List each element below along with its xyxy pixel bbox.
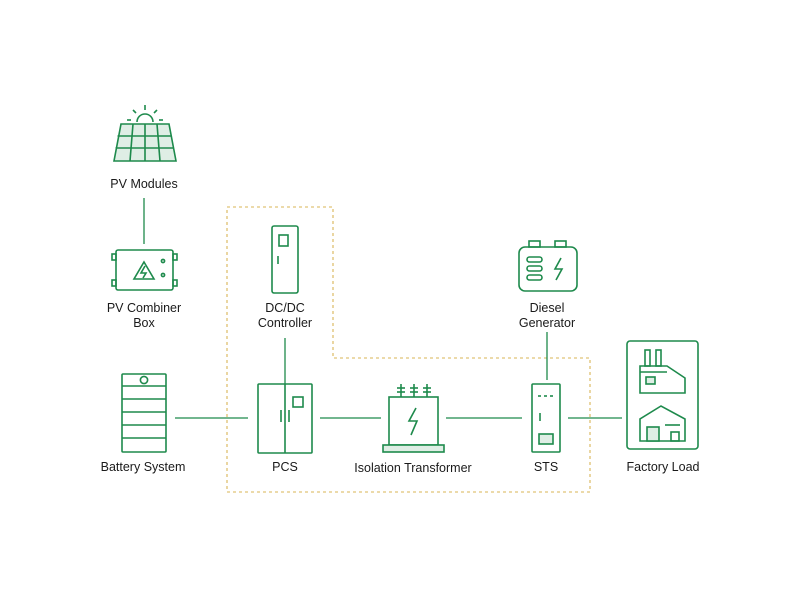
sts-label: STS	[534, 460, 558, 474]
pcs-node: PCS	[257, 383, 313, 474]
diesel-generator-label-line1: Diesel	[530, 301, 565, 315]
isolation-transformer-node: Isolation Transformer	[354, 384, 472, 475]
battery-system-label: Battery System	[101, 460, 186, 474]
isolation-transformer-label: Isolation Transformer	[354, 461, 471, 475]
factory-icon	[626, 340, 699, 450]
diesel-generator-node: Diesel Generator	[518, 240, 578, 330]
switch-cabinet-icon	[531, 383, 561, 453]
system-boundary	[226, 206, 591, 493]
battery-rack-icon	[121, 373, 167, 453]
transformer-icon	[382, 384, 445, 453]
sts-node: STS	[531, 383, 561, 474]
battery-system-node: Battery System	[101, 373, 186, 474]
factory-load-node: Factory Load	[626, 340, 700, 474]
pv-combiner-box-node: PV Combiner Box	[107, 249, 181, 330]
pv-modules-label: PV Modules	[110, 177, 177, 191]
pv-modules-node: PV Modules	[110, 105, 178, 191]
inverter-cabinet-icon	[257, 383, 313, 454]
generator-icon	[518, 240, 578, 292]
combiner-box-icon	[111, 249, 178, 291]
solar-panel-icon	[113, 105, 177, 162]
pcs-label: PCS	[272, 460, 298, 474]
pv-combiner-box-label-line2: Box	[133, 316, 155, 330]
dcdc-controller-node: DC/DC Controller	[258, 225, 312, 330]
cabinet-icon	[271, 225, 299, 294]
connections	[143, 198, 622, 419]
dcdc-controller-label-line1: DC/DC	[265, 301, 305, 315]
dcdc-controller-label-line2: Controller	[258, 316, 312, 330]
factory-load-label: Factory Load	[627, 460, 700, 474]
diesel-generator-label-line2: Generator	[519, 316, 575, 330]
pv-combiner-box-label-line1: PV Combiner	[107, 301, 181, 315]
